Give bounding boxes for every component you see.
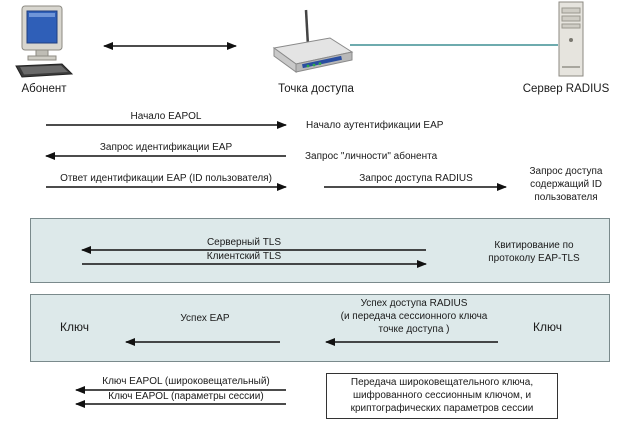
identity-request-label: Запрос "личности" абонента <box>305 151 438 162</box>
key-transfer-note-line-1: Передача широковещательного ключа, <box>350 377 534 388</box>
key-right-label: Ключ <box>533 320 562 334</box>
server-tls-label: Серверный TLS <box>206 237 282 248</box>
tower-server-icon <box>558 1 584 77</box>
eapol-key-broadcast-label: Ключ EAPOL (широковещательный) <box>102 376 270 387</box>
handshake-label-line-2: протоколу EAP-TLS <box>488 253 580 264</box>
subscriber-label: Абонент <box>21 83 67 95</box>
wireless-router-icon <box>272 9 354 73</box>
radius-request-note-line-2: содержащий ID <box>530 179 602 190</box>
handshake-label-line-1: Квитирование по <box>494 240 574 251</box>
auth-start-label: Начало аутентификации EAP <box>306 120 444 131</box>
radius-success-line-3: точке доступа ) <box>378 324 450 335</box>
eap-identity-response-label: Ответ идентификации EAP (ID пользователя… <box>60 173 272 184</box>
eap-success-label: Успех EAP <box>180 313 230 324</box>
radius-request-note-line-1: Запрос доступа <box>529 166 603 177</box>
client-tls-label: Клиентский TLS <box>206 251 282 262</box>
radius-server-label: Сервер RADIUS <box>522 83 610 95</box>
key-transfer-note-line-3: криптографических параметров сессии <box>350 403 534 414</box>
eap-identity-request-label: Запрос идентификации EAP <box>99 142 233 153</box>
radius-success-line-2: (и передача сессионного ключа <box>340 311 488 322</box>
radius-request-note-line-3: пользователя <box>534 192 598 203</box>
eapol-start-label: Начало EAPOL <box>130 111 202 122</box>
radius-success-line-1: Успех доступа RADIUS <box>360 298 468 309</box>
key-transfer-note-line-2: шифрованного сессионным ключом, и <box>352 390 532 401</box>
radius-access-request-label: Запрос доступа RADIUS <box>359 173 473 184</box>
access-point-label: Точка доступа <box>278 83 354 95</box>
desktop-computer-icon <box>15 5 74 78</box>
key-exchange-panel <box>30 294 610 362</box>
key-transfer-note-box <box>326 373 558 419</box>
eapol-key-session-label: Ключ EAPOL (параметры сессии) <box>108 391 264 402</box>
key-left-label: Ключ <box>60 320 89 334</box>
